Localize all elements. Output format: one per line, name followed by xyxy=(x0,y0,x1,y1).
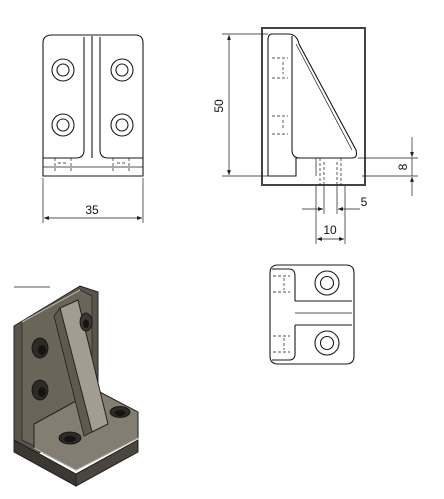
side-view xyxy=(261,27,366,186)
selection-frame xyxy=(261,27,366,186)
dimension-label-8: 8 xyxy=(396,163,410,170)
dimension-height-50: 50 xyxy=(212,33,268,177)
front-hole-bottom-left xyxy=(51,113,75,137)
dimension-label-50: 50 xyxy=(212,99,226,113)
dimension-width-35: 35 xyxy=(42,178,144,223)
front-hole-top-right xyxy=(110,58,134,82)
dimension-label-10: 10 xyxy=(323,223,337,237)
dimension-width-10: 10 xyxy=(315,186,346,244)
dimension-thickness-8: 8 xyxy=(358,137,418,196)
isometric-view xyxy=(13,285,139,487)
top-hole-upper xyxy=(314,270,340,296)
front-hole-bottom-right xyxy=(110,113,134,137)
front-view xyxy=(42,34,144,177)
dimension-label-35: 35 xyxy=(85,203,99,217)
dimension-hole-5: 5 xyxy=(302,186,368,214)
top-view xyxy=(269,264,355,365)
front-hole-top-left xyxy=(51,58,75,82)
top-hole-lower xyxy=(314,330,340,356)
dimension-label-5: 5 xyxy=(361,195,368,209)
